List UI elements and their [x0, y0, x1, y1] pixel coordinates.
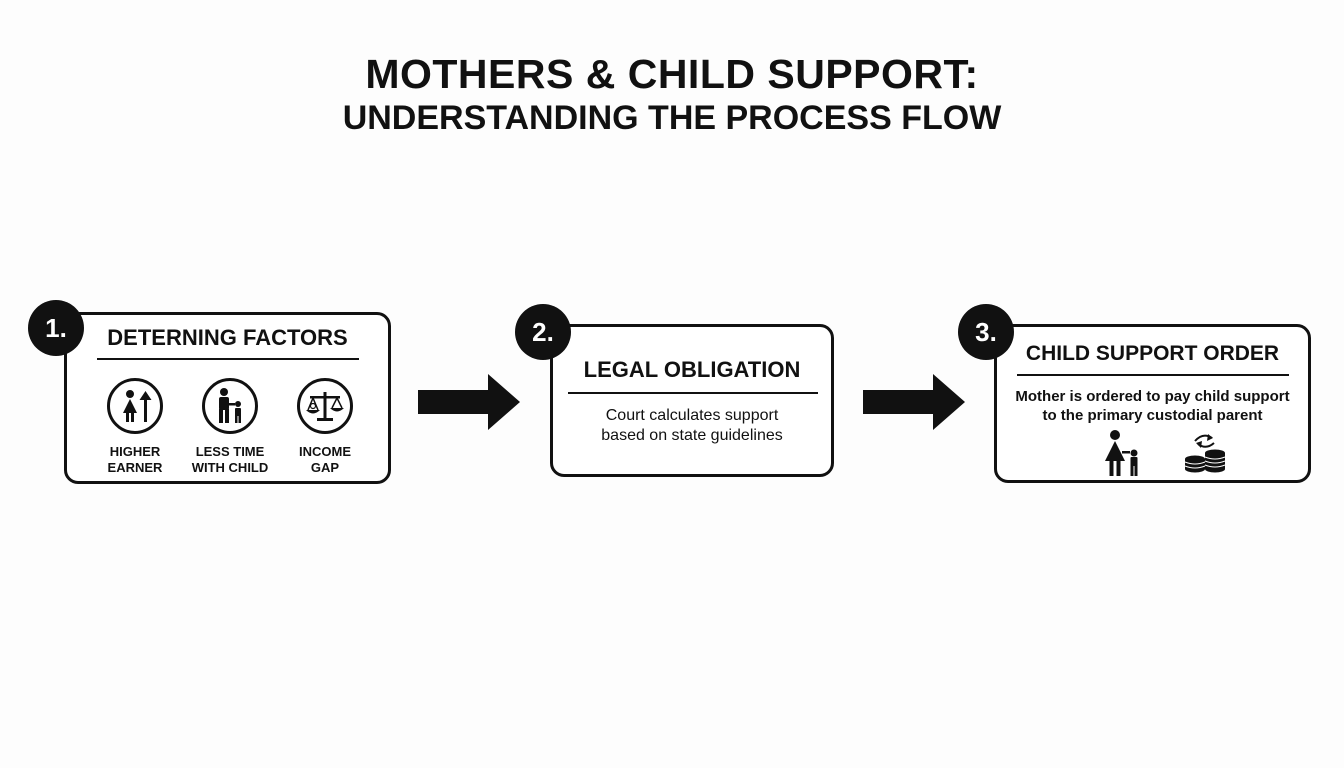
- factor-higher-earner: HIGHER EARNER: [85, 378, 185, 476]
- step-2-badge: 2.: [515, 304, 571, 360]
- mother-child-icon: [1105, 430, 1138, 476]
- factor-2-label-line-1: LESS TIME: [195, 444, 265, 459]
- title-line-2: UNDERSTANDING THE PROCESS FLOW: [342, 99, 1002, 137]
- scales-icon: [306, 392, 344, 421]
- step-2-divider: [568, 392, 818, 394]
- step-2-title: LEGAL OBLIGATION: [583, 357, 801, 382]
- factor-2-label-line-2: WITH CHILD: [191, 460, 269, 475]
- step-3-card: CHILD SUPPORT ORDER Mother is ordered to…: [994, 324, 1311, 483]
- factor-3-label-line-2: GAP: [310, 460, 340, 475]
- factor-1-label-line-2: EARNER: [107, 460, 163, 475]
- title-line-1: MOTHERS & CHILD SUPPORT:: [365, 51, 979, 97]
- arrow-right-icon: [418, 374, 520, 430]
- step-3-body-line-2: to the primary custodial parent: [1042, 407, 1263, 424]
- step-1-divider: [97, 358, 359, 360]
- step-2-body-line-2: based on state guidelines: [601, 427, 783, 444]
- coin-stack-icon: [1184, 434, 1226, 473]
- step-3-body-line-1: Mother is ordered to pay child support: [1015, 388, 1290, 405]
- step-3-divider: [1017, 374, 1289, 376]
- step-3-badge: 3.: [958, 304, 1014, 360]
- step-2-body-line-1: Court calculates support: [605, 407, 779, 424]
- parent-child-icon: [219, 388, 241, 423]
- step-1-card: DETERNING FACTORS HIGHER EARNER: [64, 312, 391, 484]
- factor-less-time: LESS TIME WITH CHILD: [180, 378, 280, 476]
- factor-income-gap: INCOME GAP: [275, 378, 375, 476]
- step-3-body: Mother is ordered to pay child support t…: [997, 387, 1308, 425]
- factor-3-label-line-1: INCOME: [299, 444, 351, 459]
- diagram-title: MOTHERS & CHILD SUPPORT: UNDERSTANDING T…: [0, 50, 1344, 138]
- arrow-right-icon: [863, 374, 965, 430]
- woman-up-arrow-icon: [123, 390, 152, 422]
- step-2-card: LEGAL OBLIGATION Court calculates suppor…: [550, 324, 834, 477]
- step-1-badge: 1.: [28, 300, 84, 356]
- factor-1-label-line-1: HIGHER: [109, 444, 161, 459]
- step-2-body: Court calculates support based on state …: [553, 406, 831, 446]
- step-1-title: DETERNING FACTORS: [107, 325, 348, 350]
- step-3-title: CHILD SUPPORT ORDER: [1025, 342, 1280, 365]
